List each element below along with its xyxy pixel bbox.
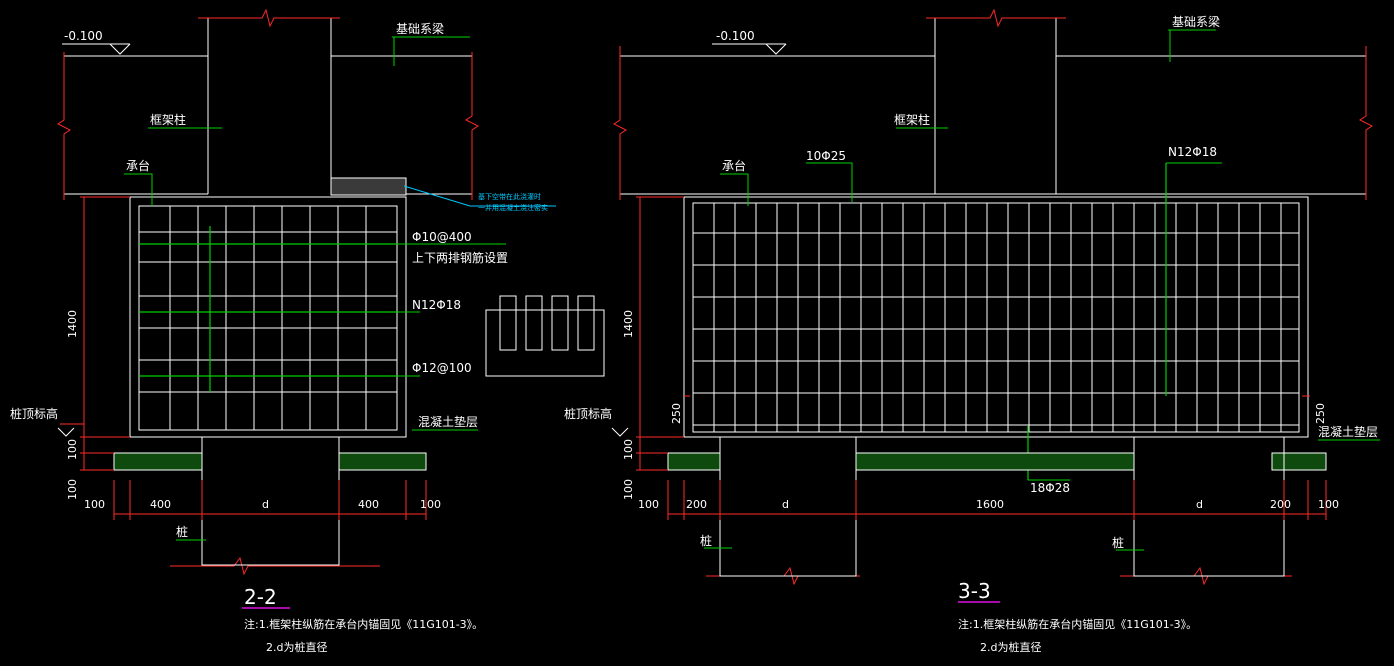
right-elevation-mark (611, 43, 787, 437)
left-note-2: 2.d为桩直径 (266, 640, 327, 654)
stirrup-detail (485, 295, 605, 377)
right-section-title: 3-3 (958, 579, 991, 603)
left-dim-bottom-0: 100 (84, 498, 105, 511)
left-dim-bottom-4: 100 (420, 498, 441, 511)
right-dim-bottom-0: 100 (638, 498, 659, 511)
right-note-1: 注:1.框架柱纵筋在承台内锚固见《11G101-3》。 (958, 617, 1197, 631)
left-dim-bottom-3: 400 (358, 498, 379, 511)
right-pile-top: 桩顶标高 (564, 406, 612, 421)
right-dim-250-right: 250 (1314, 403, 1327, 424)
left-pile-top: 桩顶标高 (10, 406, 58, 421)
right-cushion-left (667, 452, 721, 471)
right-dim-bottom-1: 200 (686, 498, 707, 511)
right-bottom-bar: 18Φ28 (1030, 481, 1070, 495)
left-cap-inner (138, 205, 398, 431)
left-cap-label: 承台 (126, 158, 150, 173)
right-leaders (704, 29, 1380, 551)
left-pile-cap (129, 196, 407, 438)
right-elevation: -0.100 (716, 29, 755, 43)
left-dim-100b: 100 (66, 479, 79, 500)
left-leaders (124, 36, 506, 541)
left-cushion: 混凝土垫层 (418, 414, 478, 429)
left-break-lines (57, 8, 479, 576)
right-dim-250-left: 250 (670, 403, 683, 424)
right-dim-100b: 100 (622, 479, 635, 500)
right-cap-inner (692, 202, 1300, 433)
left-bar-top-note: 上下两排钢筋设置 (412, 250, 508, 265)
right-dim-bottom-4: d (1196, 498, 1203, 511)
right-dimension-lines (636, 196, 1327, 520)
left-gravel-patch (330, 177, 407, 196)
left-dimension-lines (60, 196, 427, 520)
left-dim-height: 1400 (66, 310, 79, 338)
left-pile-label: 桩 (176, 524, 188, 539)
left-bar-mid: N12Φ18 (412, 298, 461, 312)
left-rebar-grid (139, 206, 397, 430)
right-cushion-right (1271, 452, 1327, 471)
left-dim-100a: 100 (66, 439, 79, 460)
right-pile-right-label: 桩 (1112, 535, 1124, 550)
left-cyan-leader (403, 185, 556, 207)
left-bar-top: Φ10@400 (412, 230, 472, 244)
left-frame-column: 框架柱 (150, 112, 186, 127)
left-dim-bottom-1: 400 (150, 498, 171, 511)
left-note-1: 注:1.框架柱纵筋在承台内锚固见《11G101-3》。 (244, 617, 483, 631)
left-cyan-note-2: 一并用混凝土浇注密实 (478, 203, 548, 212)
left-elevation-mark (57, 43, 131, 437)
left-pile (201, 436, 340, 566)
section-3-3: -0.100 基础系梁 框架柱 承台 10Φ25 N12Φ18 桩顶标高 混凝土… (564, 8, 1380, 654)
left-cushion-right (338, 452, 427, 471)
right-foundation-beam: 基础系梁 (1172, 14, 1220, 29)
right-cushion (667, 452, 1327, 471)
right-dim-height: 1400 (622, 310, 635, 338)
left-dim-bottom-2: d (262, 498, 269, 511)
right-pile-left-label: 桩 (700, 533, 712, 548)
right-dim-bottom-5: 200 (1270, 498, 1291, 511)
right-cushion-mid (855, 452, 1135, 471)
right-rebar-grid (693, 203, 1299, 432)
left-elevation: -0.100 (64, 29, 103, 43)
right-cushion-label: 混凝土垫层 (1318, 424, 1378, 439)
right-pile-right (1133, 436, 1285, 577)
right-pile-cap (683, 196, 1309, 438)
right-beam-outline (620, 18, 1366, 195)
right-dim-bottom-2: d (782, 498, 789, 511)
right-dim-bottom-6: 100 (1318, 498, 1339, 511)
section-2-2: -0.100 基础系梁 框架柱 承台 Φ10@400 上下两排钢筋设置 N12Φ… (10, 8, 605, 654)
left-foundation-beam: 基础系梁 (396, 21, 444, 36)
right-dim-bottom-3: 1600 (976, 498, 1004, 511)
right-side-bar: N12Φ18 (1168, 145, 1217, 159)
right-note-2: 2.d为桩直径 (980, 640, 1041, 654)
right-dim-100a: 100 (622, 439, 635, 460)
left-cyan-note-1: 基下空带在此浇灌时 (478, 192, 541, 201)
right-frame-column: 框架柱 (894, 112, 930, 127)
left-green-bars (139, 226, 397, 392)
left-bar-bot: Φ12@100 (412, 361, 472, 375)
left-section-title: 2-2 (244, 585, 277, 609)
left-cushion-left (113, 452, 203, 471)
right-top-bar: 10Φ25 (806, 149, 846, 163)
right-cap-label: 承台 (722, 158, 746, 173)
